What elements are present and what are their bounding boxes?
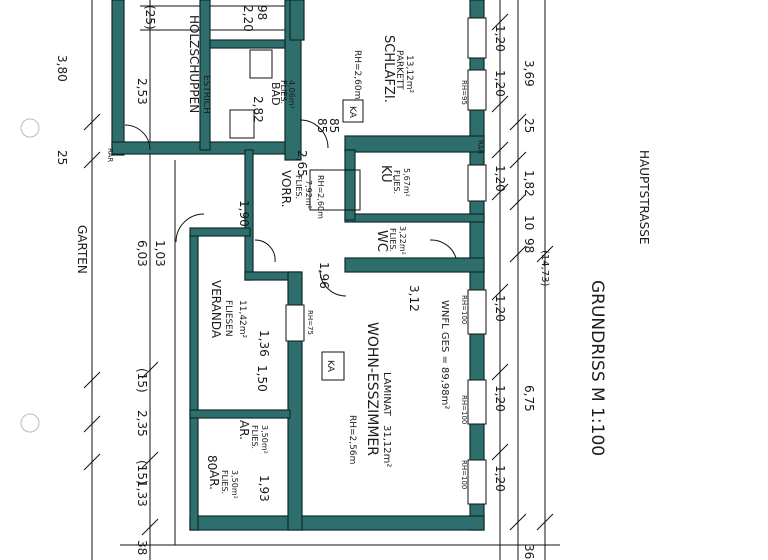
ar-floor: FLIES.: [220, 470, 229, 494]
vorraum-floor: FLIES.: [294, 175, 303, 199]
ka-label-bottom: KA: [325, 360, 335, 373]
schlafzi-floor: PARKETT: [394, 50, 404, 90]
dim-left-15b: (15): [135, 460, 149, 485]
dim-right-25: 25: [522, 118, 536, 133]
dim-left-15a: (15): [135, 368, 149, 393]
dim-top-220: 2,20: [241, 5, 255, 32]
dim-left-380: 3,80: [55, 55, 69, 82]
bad-floor: FLIES.: [279, 80, 288, 104]
dim-inner-190: 1,90: [237, 200, 251, 227]
dim-top-25: (25): [143, 5, 157, 30]
veranda-name: VERANDA: [209, 280, 223, 339]
ar-name: AR.: [207, 470, 221, 490]
dim-right-182: 1,82: [522, 170, 536, 197]
dim-inner-85a: 85: [315, 118, 329, 133]
dim-right-675: 6,75: [522, 385, 536, 412]
dim-left-235: 2,35: [135, 410, 149, 437]
bad-name: BAD: [269, 82, 282, 106]
dim-right-36: 36: [522, 544, 536, 559]
wohn-floor: LAMINAT: [381, 372, 392, 417]
height-1473: (14,73): [539, 250, 550, 287]
rh95-label: RH=95: [460, 80, 468, 105]
ar2-area: 3,50m²: [260, 425, 269, 454]
rh100c-label: RH=100: [460, 460, 468, 489]
rh100a-label: RH=100: [460, 295, 468, 324]
veranda-floor: FLIESEN: [223, 300, 233, 337]
kueche-floor: FLIES.: [392, 170, 401, 194]
wohn-area: 31,12m²: [381, 425, 392, 467]
dim-left-38: 38: [135, 540, 149, 555]
veranda-area: 11,42m²: [237, 300, 247, 339]
dim-right-10: 10: [522, 215, 536, 230]
dim-right-98: 98: [522, 238, 536, 253]
dimension-lines: [83, 0, 560, 560]
vorraum-height: RH=2,60m: [316, 175, 325, 219]
wc-floor: FLIES.: [388, 228, 397, 252]
dim-inner-193: 1,93: [257, 475, 271, 502]
kueche-name: KÜ: [378, 165, 395, 183]
dim-left-603: 6,03: [135, 240, 149, 267]
holzschuppen-floor: ESTRICH: [201, 75, 211, 114]
dim-inner-265: 2,65: [295, 150, 309, 177]
ka-label-top: KA: [347, 106, 357, 119]
plan-title: GRUNDRISS M 1:100: [587, 280, 607, 456]
vorraum-name: VORR.: [279, 170, 293, 208]
kueche-area: 5,67m²: [402, 168, 411, 197]
schlafzi-area: 13,12m²: [404, 55, 414, 94]
dim-inner-103: 1,03: [153, 240, 167, 267]
punch-hole-bottom: [20, 413, 40, 433]
dim-win-4: 1,20: [493, 295, 507, 322]
holzschuppen-name: HOLZSCHUPPEN: [187, 15, 201, 113]
dim-left-253: 2,53: [135, 78, 149, 105]
schlafzi-name: SCHLAFZI.: [381, 35, 396, 103]
wnfl-total: WNFL GES = 89,98m²: [439, 300, 450, 409]
schlafzi-height: RH=2,60m: [352, 50, 362, 99]
dim-win-1: 1,20: [493, 25, 507, 52]
rar-label-1: RAR: [106, 148, 114, 162]
ar-area: 3,50m²: [230, 470, 239, 499]
dim-win-3: 1,20: [493, 165, 507, 192]
dim-right-369: 3,69: [522, 60, 536, 87]
punch-hole-top: [20, 118, 40, 138]
street-label: HAUPTSTRASSE: [637, 150, 651, 244]
garden-label: GARTEN: [75, 225, 89, 274]
wc-area: 3,22m²: [398, 226, 407, 255]
bad-area: 4,06m²: [287, 80, 296, 109]
dim-win-6: 1,20: [493, 465, 507, 492]
dim-left-133: 1,33: [135, 480, 149, 507]
dim-inner-312: 3,12: [407, 285, 421, 312]
rh100b-label: RH=100: [460, 395, 468, 424]
dim-inner-282: 2,82: [251, 96, 265, 123]
rh75-label: RH=75: [306, 310, 314, 335]
dim-win-5: 1,20: [493, 385, 507, 412]
dim-inner-80: 80: [205, 455, 219, 470]
dim-left-25: 25: [55, 150, 69, 165]
dim-top-98: 98: [255, 5, 269, 20]
dim-inner-85b: 85: [327, 118, 341, 133]
dim-inner-136: 1,36: [257, 330, 271, 357]
dim-inner-150: 1,50: [255, 365, 269, 392]
wohn-height: RH=2,56m: [347, 415, 357, 464]
wohn-name: WOHN-ESSZIMMER: [364, 322, 380, 456]
wc-name: WC: [374, 230, 389, 252]
windows: [229, 17, 487, 505]
rar-label-2: RAR: [476, 140, 484, 154]
ar2-name: AR.: [237, 420, 251, 440]
door-swings: [124, 99, 457, 381]
dim-inner-196: 1,96: [317, 262, 331, 289]
ar2-floor: FLIES.: [250, 425, 259, 449]
vorraum-area: 7,92m²: [304, 180, 313, 209]
dim-win-2: 1,20: [493, 70, 507, 97]
